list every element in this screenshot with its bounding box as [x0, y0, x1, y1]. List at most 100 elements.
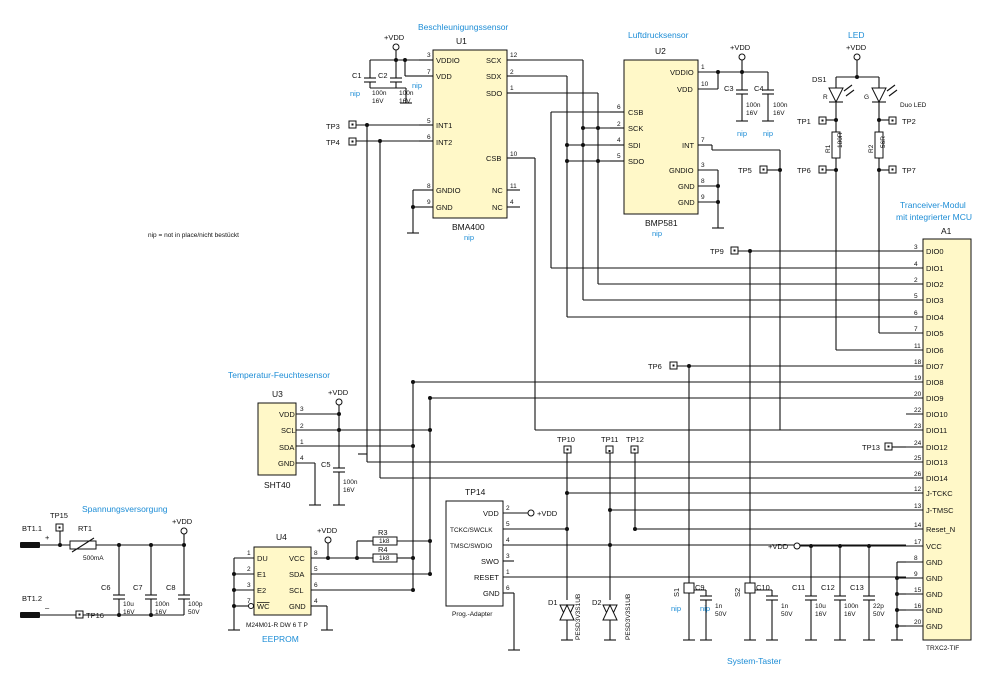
r1-val: 180R: [837, 132, 844, 148]
r4-val: 1k8: [379, 555, 390, 562]
tp14-num-6: 6: [506, 585, 510, 592]
system-buttons: S1 nip C9 1n 50V nip S2 C10 1n 50V: [671, 582, 793, 641]
a1-pin-label: DIO13: [926, 458, 948, 467]
u4-num-7: 7: [247, 598, 251, 605]
u4-pin-e1: E1: [257, 570, 266, 579]
tp14-pin-swclk: TCKC/SWCLK: [450, 527, 493, 534]
tp14-num-1: 1: [506, 569, 510, 576]
tp6-dio7: TP6: [648, 361, 906, 590]
tp5-label: TP5: [738, 166, 752, 175]
u4-pin-wc: WC: [257, 602, 270, 611]
c5-ref: C5: [321, 460, 331, 469]
a1-pin-label: VCC: [926, 542, 942, 551]
signal-wiring: [358, 59, 906, 590]
c13-volt: 50V: [873, 611, 885, 618]
a1-part: TRXC2-TIF: [926, 645, 959, 652]
a1-vdd: +VDD: [768, 542, 789, 551]
tp1: TP1: [797, 116, 836, 126]
u1-nip: nip: [464, 233, 474, 242]
a1-pin-number: 22: [914, 407, 922, 414]
c2-val: 100n: [399, 90, 414, 97]
u4-num-1: 1: [247, 550, 251, 557]
c9-val: 1n: [715, 603, 723, 610]
a1-pin-number: 13: [914, 503, 922, 510]
c10-val: 1n: [781, 603, 789, 610]
tp14-pin-gnd: GND: [483, 589, 500, 598]
a1-pin-label: GND: [926, 622, 943, 631]
u1-num-2: 2: [510, 69, 514, 76]
u2-num-2: 2: [617, 121, 621, 128]
u2-pin-gnd1: GND: [678, 182, 695, 191]
d1-ref: D1: [548, 598, 558, 607]
tp6-led: TP6: [797, 165, 836, 175]
c1-val: 100n: [372, 90, 387, 97]
a1-transceiver: A1 TRXC2-TIF: [922, 226, 972, 652]
a1-pin-label: DIO9: [926, 394, 944, 403]
u1-num-5: 5: [427, 118, 431, 125]
c4-ref: C4: [754, 84, 764, 93]
tp6-led-label: TP6: [797, 166, 811, 175]
led-vdd: +VDD: [846, 43, 867, 52]
a1-pin-number: 24: [914, 440, 922, 447]
c6-volt: 16V: [123, 609, 135, 616]
c9-ref: C9: [695, 583, 705, 592]
u2-nip: nip: [652, 229, 662, 238]
u3-pin-vdd: VDD: [279, 410, 295, 419]
c12-volt: 16V: [844, 611, 856, 618]
u2-num-9: 9: [701, 194, 705, 201]
a1-pin-number: 26: [914, 471, 922, 478]
a1-pin-label: J-TCKC: [926, 489, 953, 498]
u1-num-1: 1: [510, 85, 514, 92]
led-ds1: +VDD DS1 R G Duo LED R1 180R R2 56R: [812, 43, 927, 350]
c4-nip: nip: [763, 129, 773, 138]
u4-num-5: 5: [314, 566, 318, 573]
tp2-label: TP2: [902, 117, 916, 126]
u3-pin-gnd: GND: [278, 459, 295, 468]
title-pressure: Luftdrucksensor: [628, 30, 689, 40]
tp14-num-5: 5: [506, 521, 510, 528]
u1-bma400: U1 VDDIO VDD INT1 INT2 GNDIO GND SCX SDX…: [419, 36, 520, 242]
tp15-label: TP15: [50, 511, 68, 520]
a1-pin-label: GND: [926, 590, 943, 599]
c1-nip: nip: [350, 89, 360, 98]
a1-pin-label: DIO12: [926, 443, 948, 452]
c10-ref: C10: [756, 583, 770, 592]
u1-part: BMA400: [452, 222, 485, 232]
r3-ref: R3: [378, 528, 388, 537]
s1-nip: nip: [671, 604, 681, 613]
u1-vdd-label: +VDD: [384, 33, 405, 42]
u4-pin-gnd: GND: [289, 602, 306, 611]
title-temphum: Temperatur-Feuchtesensor: [228, 370, 330, 380]
a1-pin-number: 11: [914, 343, 921, 350]
a1-pin-label: DIO7: [926, 362, 944, 371]
u1-pin-vddio: VDDIO: [436, 56, 460, 65]
c5-val: 100n: [343, 479, 358, 486]
u2-num-1: 1: [701, 64, 705, 71]
s2-ref: S2: [733, 588, 742, 597]
a1-pin-number: 23: [914, 423, 922, 430]
c3-val: 100n: [746, 102, 761, 109]
c8-ref: C8: [166, 583, 176, 592]
tp14-pin-swdio: TMSC/SWDIO: [450, 543, 492, 550]
tp14-vdd: +VDD: [537, 509, 558, 518]
tp14-part: Prog.-Adapter: [452, 611, 493, 618]
a1-supply: +VDD C11 10u 16V C12 100n 16V C13 22p 50…: [768, 542, 906, 641]
tp12-label: TP12: [626, 435, 644, 444]
u1-pin-int2: INT2: [436, 138, 452, 147]
tp13-label: TP13: [862, 443, 880, 452]
u4-pin-du: DU: [257, 554, 268, 563]
c1-volt: 16V: [372, 98, 384, 105]
a1-pin-number: 5: [914, 293, 918, 300]
a1-pin-list: DIO03DIO14DIO22DIO35DIO46DIO57DIO611DIO7…: [906, 244, 955, 631]
a1-pin-number: 9: [914, 571, 918, 578]
u4-ref: U4: [276, 532, 287, 542]
u4-pin-e2: E2: [257, 586, 266, 595]
u3-part: SHT40: [264, 480, 291, 490]
tp7-label: TP7: [902, 166, 916, 175]
tp16-label: TP16: [86, 611, 104, 620]
u3-num-4: 4: [300, 455, 304, 462]
ds1-r: R: [823, 94, 828, 101]
u4-num-8: 8: [314, 550, 318, 557]
tp14-pin-vdd: VDD: [483, 509, 499, 518]
